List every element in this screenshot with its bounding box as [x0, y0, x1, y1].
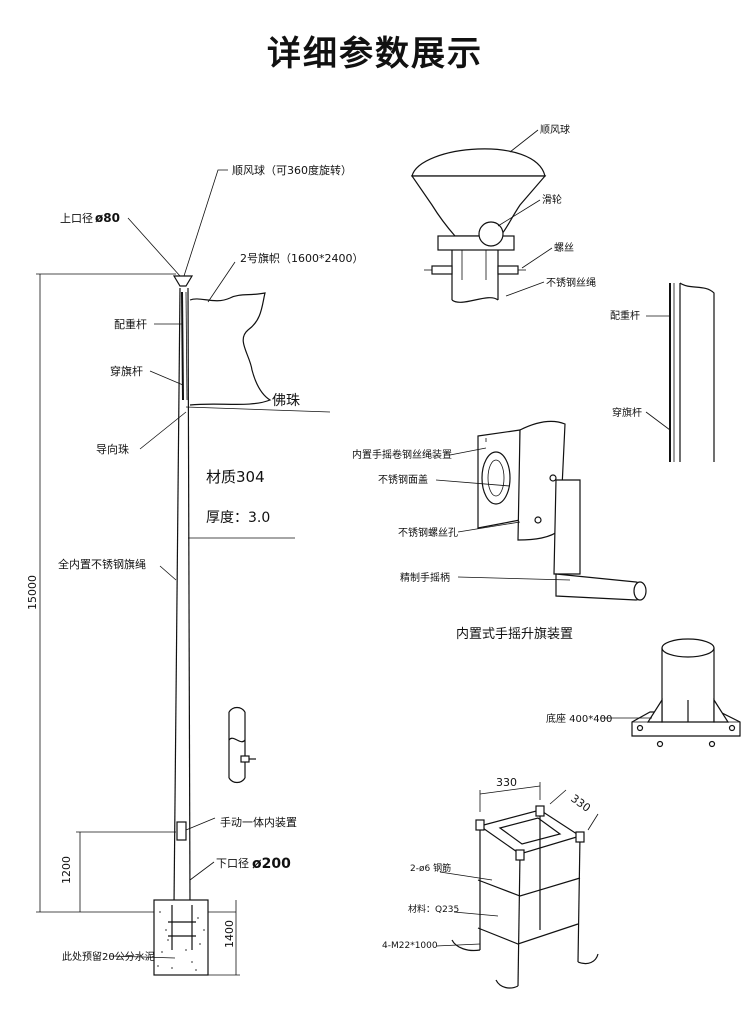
counterweight-label: 配重杆: [114, 317, 147, 331]
manual-device-icon: [176, 821, 187, 841]
cement-note: 此处预留20公分水泥: [62, 950, 155, 963]
flag-rod-label: 穿旗杆: [110, 364, 143, 378]
crank-handle-icon: [555, 573, 645, 601]
winch-caption: 内置式手摇升旗装置: [456, 626, 573, 642]
bottom-diameter-value: ø200: [252, 856, 291, 872]
flag-rod-detail: 配重杆 穿旗杆: [610, 282, 715, 462]
thickness-label: 厚度：3.0: [206, 510, 270, 526]
concrete-foundation: [153, 899, 209, 976]
winch-handle-label: 精制手摇柄: [400, 571, 450, 584]
winch-detail: 内置手摇卷钢丝绳装置 不锈钢面盖 不锈钢螺丝孔 精制手摇柄 内置式手摇升旗装置: [352, 420, 647, 642]
material-label: 材质304: [206, 468, 265, 486]
flag-shape: [189, 292, 272, 406]
screw-left-icon: [431, 265, 453, 275]
detail-ball-label: 顺风球: [540, 123, 570, 136]
winch-device-label: 内置手摇卷钢丝绳装置: [352, 448, 452, 461]
rope-label: 全内置不锈钢旗绳: [58, 557, 146, 571]
dimension-1200: 1200: [60, 856, 73, 884]
cage-bolts-label: 4-M22*1000: [382, 941, 438, 951]
manual-device-label: 手动一体内装置: [220, 815, 297, 829]
counterweight-rod: [181, 291, 184, 401]
detail-rope-label: 不锈钢丝绳: [546, 276, 596, 289]
buddha-bead-label: 佛珠: [272, 393, 300, 409]
bottom-diameter-prefix: 下口径: [216, 857, 249, 870]
cage-dimension-b: 330: [568, 792, 593, 815]
rope-drum-icon: [481, 451, 511, 505]
cage-dimension-a: 330: [496, 776, 517, 789]
guide-bead-label: 导向珠: [96, 442, 129, 456]
top-diameter-prefix: 上口径: [60, 212, 93, 225]
anchor-cage-detail: 330 330 2-ø6 钢筋 材料：Q235 4-M22*1000: [382, 776, 599, 989]
winch-hole-label: 不锈钢螺丝孔: [398, 526, 458, 539]
winch-cover-label: 不锈钢面盖: [378, 473, 428, 486]
screw-hole-icon: [549, 474, 557, 482]
detail-counterweight-label: 配重杆: [610, 309, 640, 322]
wind-ball-detail: 顺风球 滑轮 螺丝 不锈钢丝绳: [410, 123, 596, 303]
dimension-1400: 1400: [223, 920, 236, 948]
pulley-icon: [478, 221, 504, 247]
crank-arm: [553, 479, 581, 575]
cage-rebar-label: 2-ø6 钢筋: [410, 862, 451, 874]
wind-ball-label: 顺风球（可360度旋转）: [232, 163, 352, 177]
detail-pulley-label: 滑轮: [542, 193, 562, 206]
pole-joint-detail: [228, 706, 256, 784]
height-dimension-text: 15000: [26, 575, 39, 610]
wind-ball-dome: [411, 148, 546, 177]
top-diameter-value: ø80: [95, 211, 120, 225]
detail-flag-rod-label: 穿旗杆: [612, 406, 642, 419]
cage-material-label: 材料：Q235: [408, 903, 459, 915]
base-detail: 底座 400*400: [546, 638, 741, 748]
detail-screw-label: 螺丝: [554, 242, 574, 254]
page-title: 详细参数展示: [267, 34, 483, 74]
pole-right-edge: [187, 287, 191, 906]
base-label: 底座 400*400: [546, 712, 612, 725]
flagpole-elevation: 顺风球（可360度旋转） 上口径 ø80 2号旗帜（1600*2400） 配重杆…: [26, 163, 364, 976]
pole-left-edge: [173, 287, 181, 906]
flag-size-label: 2号旗帜（1600*2400）: [240, 251, 364, 265]
screw-right-icon: [497, 265, 519, 275]
wind-ball-icon: [172, 275, 194, 287]
